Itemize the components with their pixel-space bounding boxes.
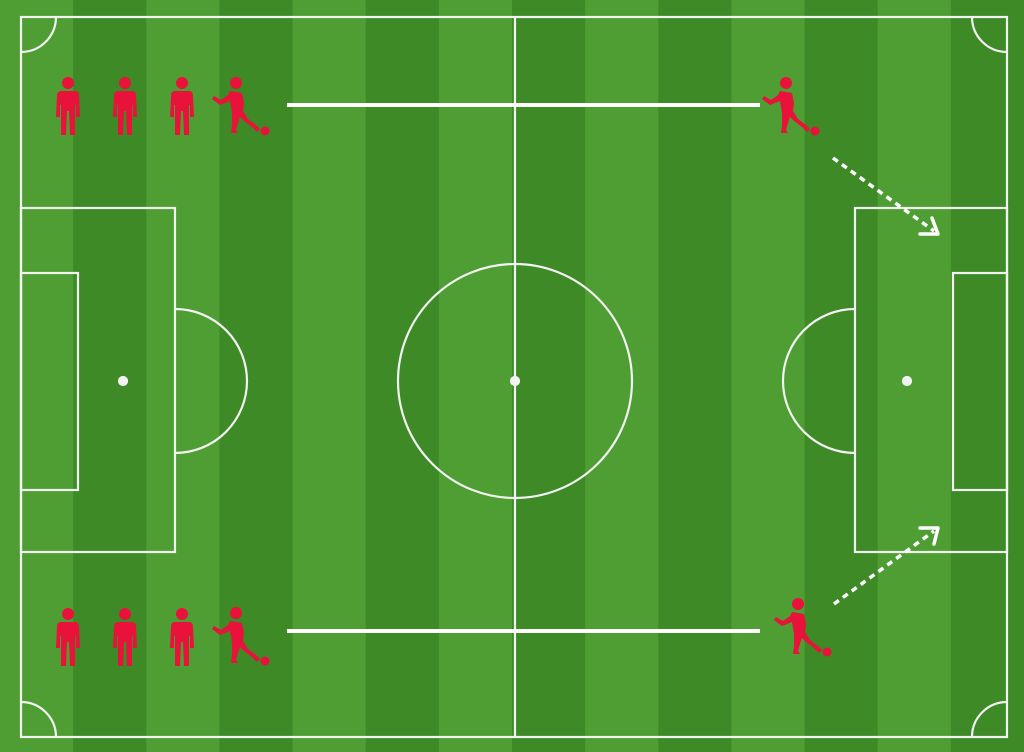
grass-stripe: [658, 0, 732, 752]
grass-stripe: [585, 0, 659, 752]
corner-arc-top-left: [20, 16, 58, 54]
corner-arc-bottom-right: [970, 700, 1008, 738]
grass-stripe: [512, 0, 586, 752]
left-penalty-spot: [117, 375, 129, 387]
centre-circle: [396, 262, 634, 500]
pitch-markings: [19, 15, 1009, 739]
right-penalty-spot: [901, 375, 913, 387]
left-goal-area: [19, 271, 80, 492]
grass-stripe: [804, 0, 879, 752]
grass-stripe: [365, 0, 440, 752]
left-penalty-arc: [174, 307, 249, 455]
grass-stripe: [438, 0, 513, 752]
right-penalty-arc: [781, 307, 856, 455]
grass-stripe: [219, 0, 294, 752]
corner-arc-top-right: [970, 16, 1008, 54]
corner-arc-bottom-left: [20, 700, 58, 738]
centre-spot: [509, 375, 521, 387]
grass-stripe: [950, 0, 1024, 752]
pass-arrow-top: [831, 156, 940, 236]
drill-group-bottom: [56, 526, 940, 666]
grass-stripe: [877, 0, 952, 752]
drill-group-top: [56, 77, 940, 236]
pass-arrow-bottom: [832, 526, 940, 606]
grass-stripe: [292, 0, 367, 752]
right-goal-area: [951, 271, 1009, 492]
